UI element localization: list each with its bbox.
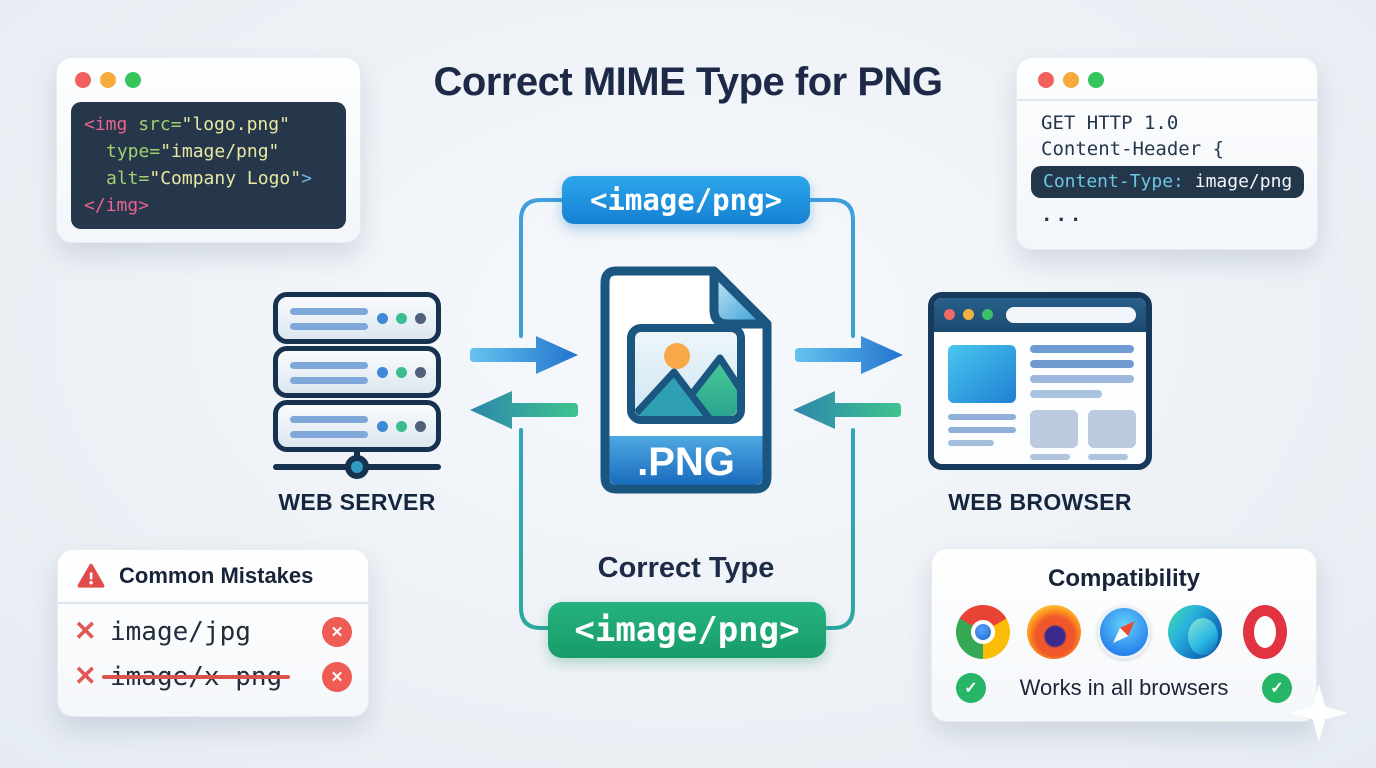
firefox-icon <box>1026 605 1081 659</box>
server-label: WEB SERVER <box>278 489 436 515</box>
web-browser-icon <box>928 292 1152 470</box>
opera-icon <box>1243 605 1287 659</box>
mistakes-header: Common Mistakes <box>58 550 368 604</box>
x-mark-icon: ✕ <box>74 616 97 646</box>
img-close-tag: </img> <box>84 195 150 216</box>
alt-attr: alt= <box>106 168 150 189</box>
server-unit <box>273 346 441 398</box>
mountain-small-icon <box>635 368 716 416</box>
edge-icon <box>1167 605 1222 659</box>
check-icon: ✓ <box>1262 673 1292 703</box>
window-controls <box>75 72 141 88</box>
compatibility-footer: ✓ Works in all browsers ✓ <box>932 673 1316 703</box>
http-header-window: GET HTTP 1.0 Content-Header { Content-Ty… <box>1016 57 1318 250</box>
browser-label: WEB BROWSER <box>948 489 1132 515</box>
maximize-dot-icon <box>125 72 141 88</box>
mime-type-badge-top: <image/png> <box>562 176 810 224</box>
code-line-2: type="image/png" <box>84 138 333 165</box>
close-dot-icon <box>1038 72 1054 88</box>
x-mark-icon: ✕ <box>74 661 97 691</box>
minimize-dot-icon <box>100 72 116 88</box>
content-type-key: Content-Type: <box>1043 171 1184 192</box>
http-window-titlebar <box>1017 58 1317 101</box>
http-request-line: GET HTTP 1.0 <box>1041 112 1179 134</box>
response-arrow-file-to-server <box>470 391 578 429</box>
code-line-4: </img> <box>84 192 333 219</box>
mistake-row: ✕ image/x-png ✕ <box>74 654 352 699</box>
address-bar <box>1006 307 1136 323</box>
file-extension-label: .PNG <box>637 440 735 484</box>
page-image-placeholder <box>948 345 1016 403</box>
request-arrow-file-to-browser <box>795 336 903 374</box>
src-value: "logo.png" <box>181 114 290 135</box>
http-header-line: Content-Header { <box>1041 138 1225 160</box>
code-block: <img src="logo.png"type="image/png"alt="… <box>71 102 346 229</box>
mistakes-list: ✕ image/jpg ✕ ✕ image/x-png ✕ <box>58 604 368 699</box>
check-icon: ✓ <box>956 673 986 703</box>
window-controls <box>1038 72 1104 88</box>
chrome-icon <box>956 605 1010 659</box>
maximize-dot-icon <box>1088 72 1104 88</box>
compatibility-card: Compatibility ✓ Works in all browsers ✓ <box>931 548 1317 722</box>
server-unit <box>273 400 441 452</box>
minimize-dot-icon <box>1063 72 1079 88</box>
src-attr: src= <box>127 114 182 135</box>
type-attr: type= <box>106 141 161 162</box>
content-type-value: image/png <box>1183 171 1293 192</box>
png-file-icon: .PNG <box>600 266 772 494</box>
response-arrow-browser-to-file <box>793 391 901 429</box>
close-bracket: > <box>301 168 312 189</box>
sun-icon <box>664 343 690 369</box>
alt-value: "Company Logo" <box>149 168 302 189</box>
mistake-label: image/jpg <box>110 616 251 647</box>
safari-icon <box>1097 605 1151 659</box>
request-arrow-server-to-file <box>470 336 578 374</box>
content-type-pill: Content-Type: image/png <box>1031 166 1305 198</box>
error-circle-icon: ✕ <box>322 616 352 647</box>
mime-type-badge-bottom: <image/png> <box>548 602 826 658</box>
code-line-3: alt="Company Logo"> <box>84 165 333 192</box>
mistake-label-strikethrough: image/x-png <box>101 661 291 692</box>
http-ellipsis: ... <box>1041 204 1085 226</box>
browser-titlebar <box>934 298 1146 332</box>
img-open-tag: <img <box>84 114 128 135</box>
compatibility-caption: Works in all browsers <box>1019 675 1229 700</box>
server-network-node <box>345 455 369 479</box>
browser-content <box>934 332 1146 464</box>
correct-type-caption: Correct Type <box>597 552 775 584</box>
mistakes-title: Common Mistakes <box>119 563 314 588</box>
error-circle-icon: ✕ <box>322 661 352 692</box>
mistake-row: ✕ image/jpg ✕ <box>74 609 352 654</box>
common-mistakes-card: Common Mistakes ✕ image/jpg ✕ ✕ image/x-… <box>57 549 369 717</box>
web-server-icon <box>273 292 441 466</box>
http-body: GET HTTP 1.0 Content-Header { Content-Ty… <box>1031 110 1307 228</box>
compatibility-title: Compatibility <box>1047 565 1200 592</box>
server-unit <box>273 292 441 344</box>
browser-logos-row <box>932 605 1316 659</box>
code-line-1: <img src="logo.png" <box>84 111 333 138</box>
html-code-window: <img src="logo.png"type="image/png"alt="… <box>56 57 361 243</box>
page-title: Correct MIME Type for PNG <box>433 60 943 104</box>
type-value: "image/png" <box>160 141 280 162</box>
close-dot-icon <box>75 72 91 88</box>
warning-icon <box>77 563 105 588</box>
